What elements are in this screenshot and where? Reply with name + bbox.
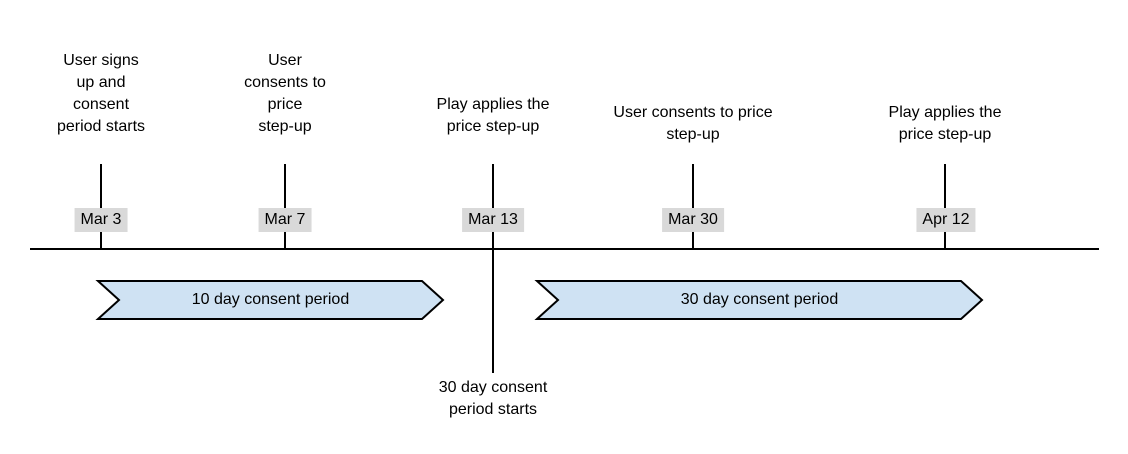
period-arrow-10-day: 10 day consent period <box>95 280 445 320</box>
event-label: Play applies the price step-up <box>888 104 1002 143</box>
event-label: User consents to price step-up <box>613 104 773 143</box>
event-date-badge: Apr 12 <box>916 208 976 232</box>
event-tick <box>944 164 946 250</box>
event-tick <box>284 164 286 250</box>
event-tick <box>100 164 102 250</box>
event-date-badge: Mar 13 <box>462 208 524 232</box>
event-label: Play applies the price step-up <box>436 96 550 135</box>
period-arrow-shape <box>95 280 445 320</box>
period-arrow-label: 10 day consent period <box>191 291 350 308</box>
event-label: User signs up and consent period starts <box>56 52 146 135</box>
period-arrow-shape <box>534 280 984 320</box>
event-date-badge: Mar 7 <box>258 208 312 232</box>
timeline-axis <box>30 248 1099 250</box>
event-date-badge: Mar 3 <box>74 208 128 232</box>
event-label: User consents to price step-up <box>244 52 326 135</box>
period-arrow-label: 30 day consent period <box>680 291 839 308</box>
event-tick-extended <box>492 164 494 373</box>
event-date-badge: Mar 30 <box>662 208 724 232</box>
note-label: 30 day consent period starts <box>438 379 548 418</box>
period-arrow-30-day: 30 day consent period <box>534 280 984 320</box>
event-tick <box>692 164 694 250</box>
